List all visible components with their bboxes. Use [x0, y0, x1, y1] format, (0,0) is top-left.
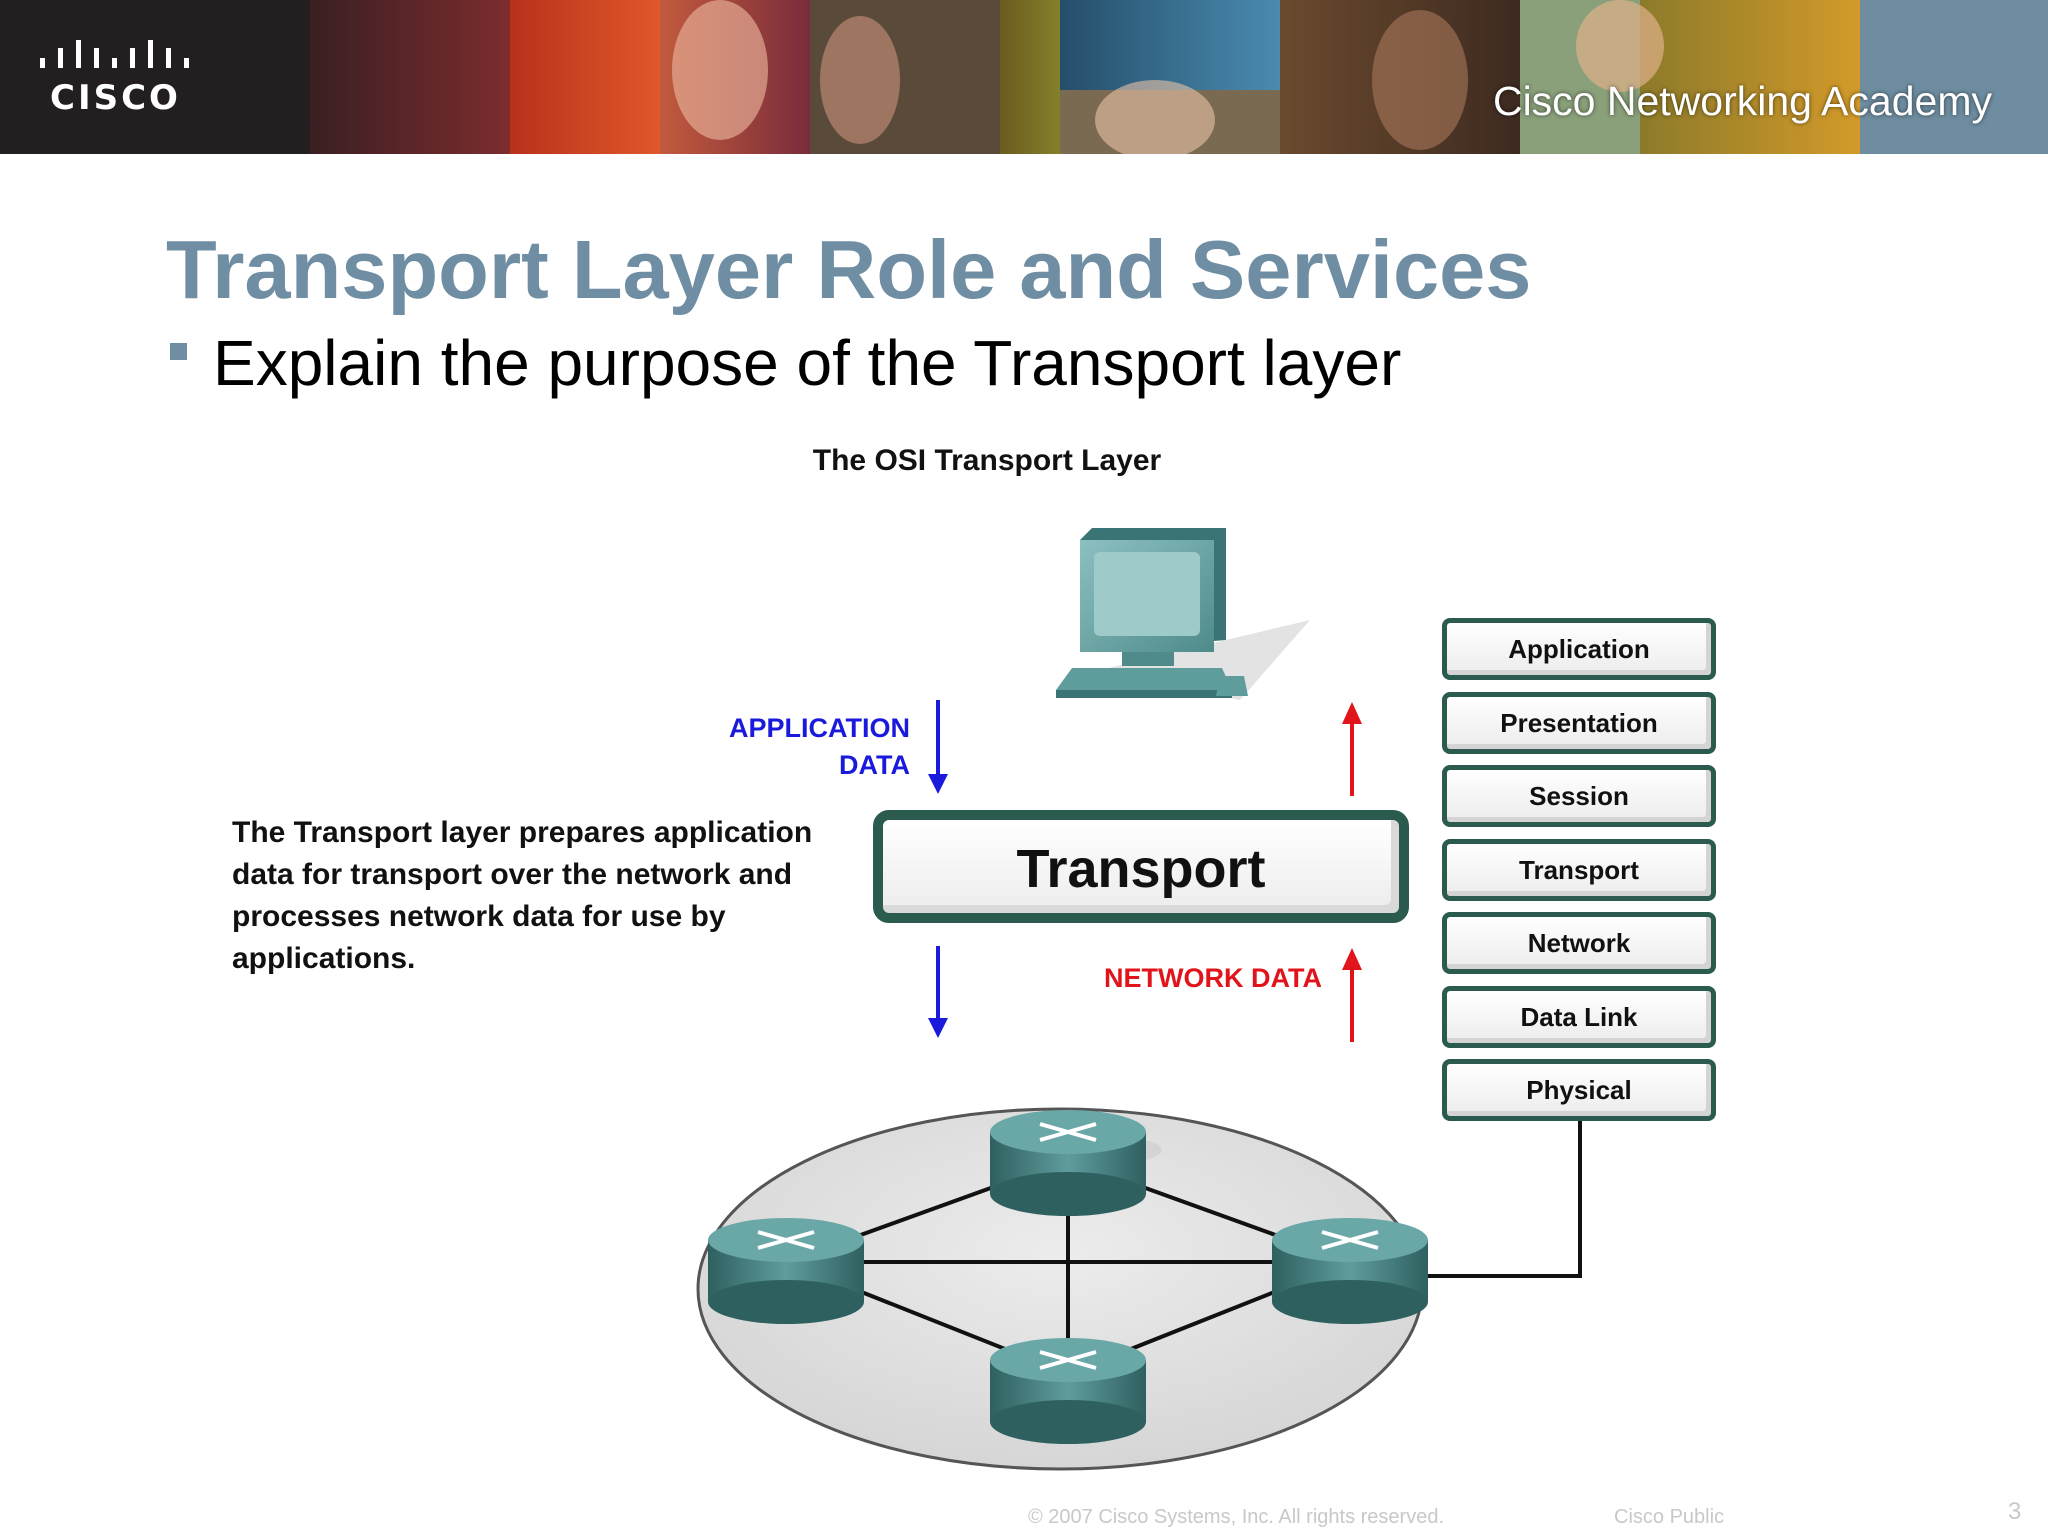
- diagram-description: The Transport layer prepares application…: [232, 816, 813, 975]
- computer-icon: [1056, 528, 1310, 700]
- router-icon-bottom: [990, 1338, 1146, 1444]
- transport-layer-box-label: Transport: [1016, 839, 1266, 899]
- osi-layer-physical: Physical: [1442, 1059, 1716, 1121]
- osi-layer-session: Session: [1442, 765, 1716, 827]
- bullet-item: Explain the purpose of the Transport lay…: [170, 326, 1401, 400]
- application-data-down-arrow-icon: [928, 700, 948, 794]
- application-data-label-line2: DATA: [839, 750, 910, 780]
- osi-layer-label: Data Link: [1520, 1001, 1638, 1032]
- osi-layer-application: Application: [1442, 618, 1716, 680]
- application-data-label-line1: APPLICATION: [729, 713, 910, 743]
- footer-classification: Cisco Public: [1614, 1506, 1725, 1528]
- bullet-square-icon: [170, 343, 187, 360]
- bullet-text: Explain the purpose of the Transport lay…: [213, 327, 1402, 399]
- router-icon-left: [708, 1218, 864, 1324]
- header-banner: CISCO Cisco Networking Academy: [0, 0, 2048, 154]
- diagram-title: The OSI Transport Layer: [812, 444, 1162, 477]
- page-number: 3: [2008, 1498, 2022, 1525]
- academy-brand-text: Cisco Networking Academy: [1492, 78, 1992, 124]
- network-data-label: NETWORK DATA: [1104, 963, 1322, 993]
- osi-layer-label: Session: [1529, 781, 1629, 811]
- transport-layer-box: Transport: [873, 810, 1409, 923]
- application-data-label: APPLICATION DATA: [700, 710, 910, 784]
- banner-photo-strip: [0, 0, 2048, 154]
- footer-copyright: © 2007 Cisco Systems, Inc. All rights re…: [1028, 1506, 1445, 1528]
- application-data-down-arrow-lower-icon: [928, 946, 948, 1038]
- network-data-up-arrow-lower-icon: [1342, 948, 1362, 1042]
- slide-title: Transport Layer Role and Services: [166, 223, 1532, 316]
- osi-layer-transport: Transport: [1442, 838, 1716, 901]
- osi-layer-label: Application: [1508, 634, 1650, 664]
- cisco-logo-text: CISCO: [50, 78, 181, 118]
- osi-layer-presentation: Presentation: [1442, 691, 1716, 754]
- osi-layer-label: Physical: [1526, 1075, 1632, 1105]
- router-icon-top: [990, 1110, 1162, 1216]
- network-data-up-arrow-upper-icon: [1342, 702, 1362, 796]
- osi-layer-label: Transport: [1519, 854, 1639, 885]
- osi-layer-data-link: Data Link: [1442, 985, 1716, 1048]
- osi-layer-stack: Application Presentation Session Transpo…: [1442, 618, 1716, 1133]
- osi-layer-label: Network: [1527, 928, 1631, 958]
- cisco-logo-icon: [40, 40, 189, 68]
- osi-layer-label: Presentation: [1500, 707, 1658, 738]
- router-icon-right: [1272, 1218, 1428, 1324]
- osi-layer-network: Network: [1442, 912, 1716, 974]
